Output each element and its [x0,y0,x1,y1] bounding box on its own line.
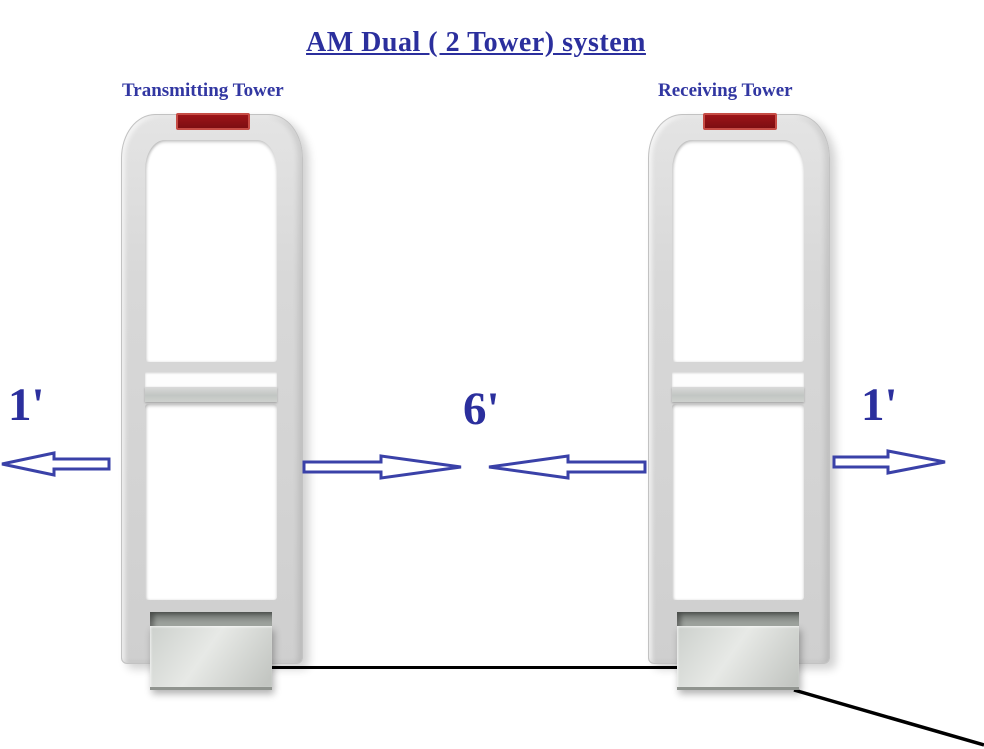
tower-mid-gap [145,372,277,387]
tower-lower-window [672,404,804,600]
tower-gap-distance-label: 6' [463,383,500,435]
right-offset-distance-label: 1' [861,379,898,431]
alarm-light-icon [703,113,777,130]
tower-upper-window [145,140,277,362]
power-cable [793,688,984,747]
tower-base [677,612,799,692]
tower-mid-gap [672,372,804,387]
arrow-left-icon [488,454,647,480]
receiving-tower [648,113,830,690]
tower-upper-window [672,140,804,362]
receiving-tower-label: Receiving Tower [658,80,793,101]
arrow-right-icon [832,449,946,475]
tower-crossbar [672,387,804,402]
tower-base-front [677,626,799,690]
arrow-left-icon [1,451,111,477]
left-offset-distance-label: 1' [8,379,45,431]
tower-crossbar [145,387,277,402]
diagram-title: AM Dual ( 2 Tower) system [306,27,646,58]
tower-lower-window [145,404,277,600]
tower-base-front [150,626,272,690]
transmitting-tower [121,113,303,690]
tower-connection-cable [265,666,682,669]
transmitting-tower-label: Transmitting Tower [122,80,284,101]
tower-base [150,612,272,692]
arrow-right-icon [302,454,462,480]
alarm-light-icon [176,113,250,130]
